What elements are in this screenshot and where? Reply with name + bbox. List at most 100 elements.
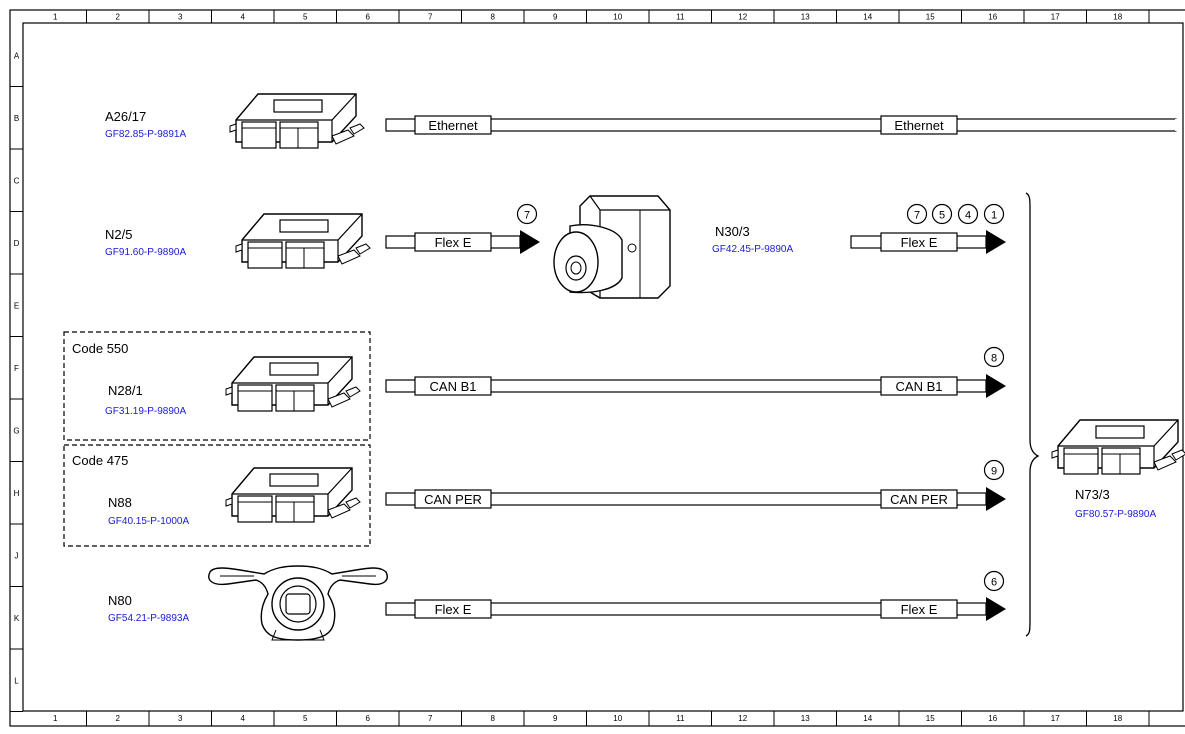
option-code-label: Code 475 [72, 453, 128, 468]
grid-row-label: F [14, 364, 19, 373]
grid-column-label: 9 [553, 714, 558, 723]
component-ref-link[interactable]: GF42.45-P-9890A [712, 244, 793, 255]
grid-column-label: 8 [491, 714, 496, 723]
component-n80: N80 GF54.21-P-9893A [108, 565, 388, 641]
grid-row-label: E [14, 301, 19, 310]
grid-column-label: 14 [863, 13, 872, 22]
grid-column-label: 18 [1113, 13, 1122, 22]
component-name: N80 [108, 593, 132, 608]
component-ref-link[interactable]: GF91.60-P-9890A [105, 247, 186, 258]
grid-row-label: J [15, 551, 19, 560]
grid-column-label: 4 [241, 13, 246, 22]
marker-number: 8 [991, 353, 997, 365]
arrow-icon [986, 374, 1006, 398]
bus-label-box [414, 232, 492, 252]
arrow-icon [986, 230, 1006, 254]
bus-label: Flex E [901, 235, 938, 250]
bus-label: CAN PER [890, 492, 948, 507]
bus-label: Flex E [435, 235, 472, 250]
grid-column-label: 6 [366, 13, 371, 22]
bus-label: Flex E [901, 602, 938, 617]
ecu-icon [1051, 419, 1185, 475]
grid-column-label: 17 [1051, 714, 1060, 723]
grid-column-label: 12 [738, 714, 747, 723]
grid-column-label: 7 [428, 13, 433, 22]
grid-column-label: 11 [676, 714, 685, 723]
grid-column-label: 10 [613, 13, 622, 22]
grid-column-label: 16 [988, 13, 997, 22]
component-n30-3: N30/3 GF42.45-P-9890A [553, 195, 793, 299]
marker-number: 7 [524, 210, 530, 222]
marker-8[interactable]: 8 [983, 346, 1005, 368]
marker-6[interactable]: 6 [983, 570, 1005, 592]
grid-column-label: 5 [303, 13, 308, 22]
grid-column-label: 11 [676, 13, 685, 22]
component-name: N28/1 [108, 383, 143, 398]
bus-label-box [414, 599, 492, 619]
grid-row-label: A [14, 51, 20, 60]
grid-column-label: 3 [178, 714, 183, 723]
bus-line-flexe-n2-5: Flex E [385, 230, 540, 254]
grid-column-label: 9 [553, 13, 558, 22]
grid-row-label: H [14, 489, 20, 498]
grid-column-label: 12 [738, 13, 747, 22]
bus-label-box [880, 232, 958, 252]
ecu-icon [225, 467, 361, 523]
marker-1[interactable]: 1 [983, 203, 1005, 225]
option-code-label: Code 550 [72, 341, 128, 356]
bus-label: Flex E [435, 602, 472, 617]
grid-column-label: 14 [863, 714, 872, 723]
grid-column-label: 13 [801, 13, 810, 22]
bus-line-ethernet: Ethernet Ethernet [385, 115, 1177, 135]
marker-number: 4 [965, 210, 971, 222]
bus-line-can-b1: CAN B1 CAN B1 [385, 374, 1006, 398]
bus-label: Ethernet [428, 118, 478, 133]
arrow-icon [986, 487, 1006, 511]
grid-column-label: 18 [1113, 714, 1122, 723]
marker-5[interactable]: 5 [931, 203, 953, 225]
grid-column-label: 7 [428, 714, 433, 723]
component-n73-3: N73/3 GF80.57-P-9890A [1051, 419, 1185, 520]
bus-line-flexe-n30-3: Flex E [850, 230, 1006, 254]
component-ref-link[interactable]: GF31.19-P-9890A [105, 406, 186, 417]
marker-4[interactable]: 4 [957, 203, 979, 225]
bus-label: CAN PER [424, 492, 482, 507]
component-name: N73/3 [1075, 487, 1110, 502]
grid-column-label: 3 [178, 13, 183, 22]
bus-collector-brace [1025, 192, 1040, 637]
component-name: N30/3 [715, 224, 750, 239]
bus-line-can-per: CAN PER CAN PER [385, 487, 1006, 511]
component-n2-5: N2/5 GF91.60-P-9890A [105, 213, 371, 269]
steering-column-module-icon [208, 565, 388, 641]
marker-number: 5 [939, 210, 945, 222]
bus-label-box [880, 376, 958, 396]
grid-column-label: 8 [491, 13, 496, 22]
grid-row-label: C [14, 176, 20, 185]
bus-line-flexe-n80: Flex E Flex E [385, 597, 1006, 621]
component-ref-link[interactable]: GF80.57-P-9890A [1075, 509, 1156, 520]
grid-column-label: 17 [1051, 13, 1060, 22]
bus-label-box [414, 376, 492, 396]
bus-label-box [880, 489, 958, 509]
grid-column-label: 13 [801, 714, 810, 723]
component-ref-link[interactable]: GF40.15-P-1000A [108, 516, 189, 527]
grid-row-label: G [13, 426, 19, 435]
grid-column-label: 10 [613, 714, 622, 723]
component-ref-link[interactable]: GF54.21-P-9893A [108, 613, 189, 624]
bus-label-box [414, 115, 492, 135]
esp-unit-icon [553, 195, 671, 299]
component-name: N88 [108, 495, 132, 510]
marker-7-flexe-out[interactable]: 7 [906, 203, 928, 225]
marker-9[interactable]: 9 [983, 459, 1005, 481]
component-ref-link[interactable]: GF82.85-P-9891A [105, 129, 186, 140]
arrow-icon [986, 597, 1006, 621]
option-group-code-550: Code 550 N28/1 GF31.19-P-9890A [63, 331, 371, 441]
marker-number: 9 [991, 466, 997, 478]
bus-label: CAN B1 [896, 379, 943, 394]
marker-7-flexe-in[interactable]: 7 [516, 203, 538, 225]
bus-label-box [414, 489, 492, 509]
grid-column-label: 2 [116, 13, 121, 22]
marker-number: 7 [914, 210, 920, 222]
option-group-code-475: Code 475 N88 GF40.15-P-1000A [63, 444, 371, 547]
